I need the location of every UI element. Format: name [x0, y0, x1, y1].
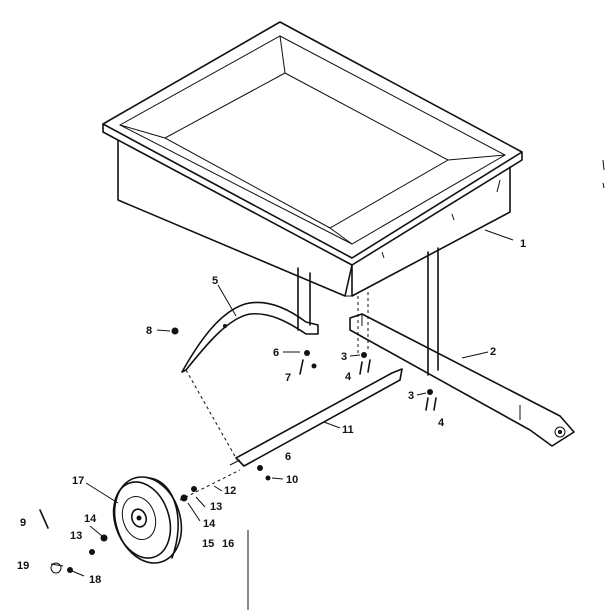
callout-9: 9	[20, 517, 26, 529]
callout-17: 17	[72, 475, 84, 487]
callout-13b: 13	[70, 530, 82, 542]
leader-lines	[50, 229, 514, 577]
callout-4b: 4	[438, 417, 445, 429]
callout-14a: 14	[203, 518, 216, 530]
callout-19: 19	[17, 560, 29, 572]
callout-3a: 3	[341, 351, 347, 363]
callout-10: 10	[286, 474, 298, 486]
leg-brackets	[297, 247, 439, 376]
callout-2: 2	[490, 346, 496, 358]
callout-12: 12	[224, 485, 236, 497]
callout-7: 7	[285, 372, 291, 384]
callout-14b: 14	[84, 513, 97, 525]
callout-1: 1	[520, 238, 526, 250]
tongue-bar	[349, 313, 575, 447]
callout-15: 15	[202, 538, 214, 550]
wheel	[112, 469, 241, 564]
callout-6a: 6	[273, 347, 279, 359]
callout-4a: 4	[345, 371, 352, 383]
callout-13a: 13	[210, 501, 222, 513]
callout-5: 5	[212, 275, 218, 287]
callout-3b: 3	[408, 390, 414, 402]
callout-labels: 1 2 3 4 3 4 5 6 7 8 11 6 10 12 13 14 15 …	[17, 238, 526, 586]
hardware	[39, 159, 605, 610]
cart-tray	[102, 21, 523, 297]
callout-8: 8	[146, 325, 152, 337]
callout-11: 11	[342, 424, 354, 436]
axle	[185, 368, 403, 467]
callout-6b: 6	[285, 451, 291, 463]
callout-16: 16	[222, 538, 234, 550]
callout-18: 18	[89, 574, 101, 586]
strap	[181, 301, 319, 373]
